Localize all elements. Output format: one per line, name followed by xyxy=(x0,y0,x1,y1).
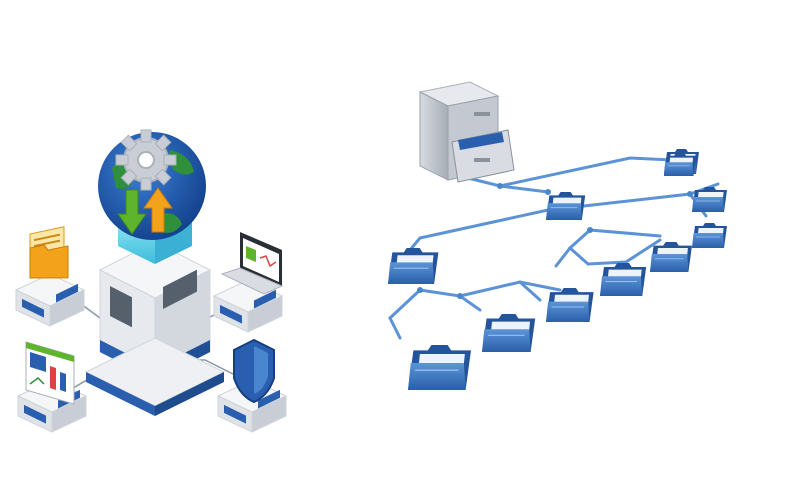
central-server xyxy=(84,241,226,416)
filing-cabinet-icon xyxy=(418,81,515,183)
gear-icon xyxy=(115,129,177,191)
folder-icon xyxy=(691,186,728,213)
folder-icon xyxy=(481,313,536,353)
connector-dots xyxy=(417,183,693,299)
upload-arrow-icon xyxy=(143,187,173,233)
folder-icon xyxy=(599,262,647,297)
folder-icon xyxy=(545,287,595,323)
folder-icon xyxy=(663,152,697,177)
laptop-icon xyxy=(220,232,284,295)
folder-hierarchy-illustration xyxy=(387,81,728,391)
laptop-device xyxy=(213,232,284,333)
chart-window-icon xyxy=(25,341,75,405)
network-hub-illustration xyxy=(15,129,287,433)
shield-icon xyxy=(233,338,275,404)
folder-icon xyxy=(407,344,472,391)
folder-icon xyxy=(649,241,693,273)
server-slot-icon xyxy=(110,286,132,328)
download-arrow-icon xyxy=(117,189,147,235)
chart-window-device xyxy=(17,341,87,433)
folder-icon xyxy=(545,191,586,221)
folder-device xyxy=(15,226,85,327)
shield-device xyxy=(217,338,287,433)
folder-icon xyxy=(691,222,728,249)
folder-icon xyxy=(387,247,439,285)
server-panel-icon xyxy=(163,269,197,309)
folder-icon xyxy=(29,226,69,279)
